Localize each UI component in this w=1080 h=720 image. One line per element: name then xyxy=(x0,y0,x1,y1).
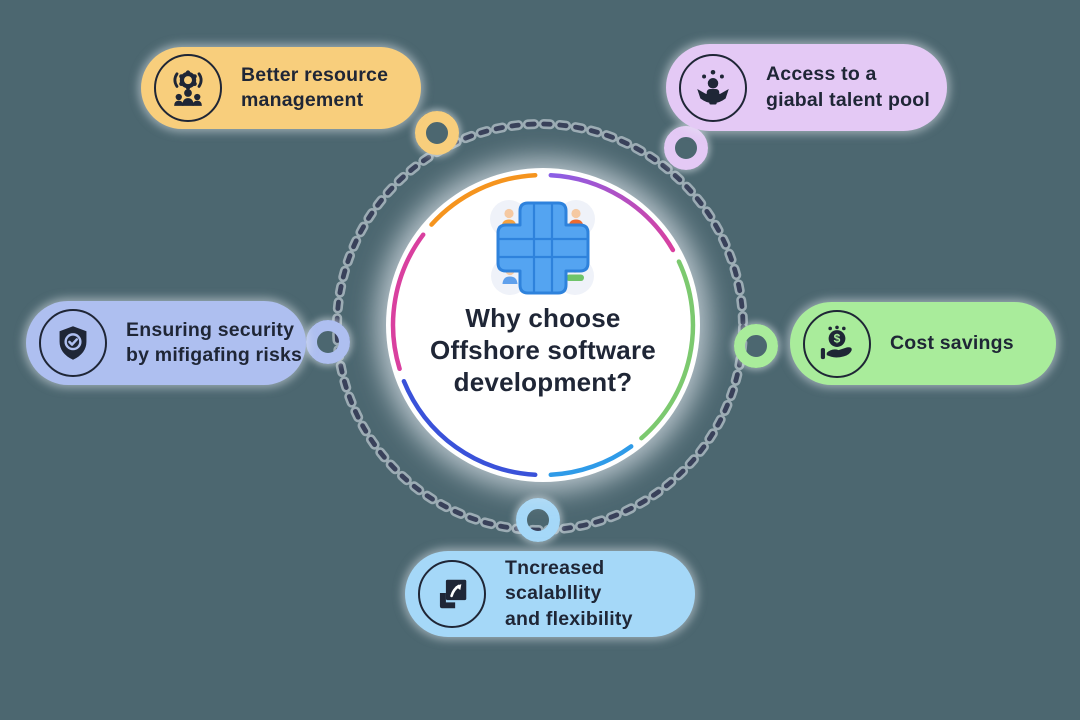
arc-purple-magenta xyxy=(548,172,676,253)
arc-green xyxy=(639,259,696,441)
connector-ring-bottom xyxy=(516,498,560,542)
connector-ring-top-left xyxy=(415,111,459,155)
pill-scalability: Tncreased scalabllity and flexibility xyxy=(405,551,695,637)
scalability-badge xyxy=(418,560,486,628)
resource-badge xyxy=(154,54,222,122)
arc-magenta xyxy=(390,232,426,372)
connector-ring-left xyxy=(306,320,350,364)
arc-indigo xyxy=(401,378,538,478)
dollar-symbol: $ xyxy=(834,331,841,345)
pill-label-resource: Better resource management xyxy=(241,63,389,111)
pill-security: Ensuring security by mifigafing risks xyxy=(26,301,306,385)
cost-badge: $ xyxy=(803,309,871,378)
security-badge xyxy=(39,309,107,377)
talent-badge xyxy=(679,53,747,122)
central-circle: Why choose Offshore software development… xyxy=(386,168,700,482)
pill-talent-pool: Access to a giabal talent pool xyxy=(666,44,947,131)
connector-ring-right xyxy=(734,324,778,368)
hub-arc-ring xyxy=(390,172,696,478)
pill-label-cost: Cost savings xyxy=(890,331,1014,354)
connector-ring-top-right xyxy=(664,126,708,170)
pill-cost-savings: $ Cost savings xyxy=(790,302,1056,385)
pill-label-talent: Access to a giabal talent pool xyxy=(766,63,930,111)
expand-arrows-icon xyxy=(439,579,467,609)
globe-grid xyxy=(496,201,590,295)
pill-label-security: Ensuring security by mifigafing risks xyxy=(126,318,303,366)
shield-check-icon xyxy=(59,326,87,360)
team-gear-icon xyxy=(173,70,203,106)
global-team-network-icon xyxy=(490,200,595,295)
pill-label-scalability: Tncreased scalabllity and flexibility xyxy=(505,556,633,630)
talent-pool-icon xyxy=(697,69,729,104)
pill-resource-management: Better resource management xyxy=(141,47,421,129)
diagram-title: Why choose Offshore software development… xyxy=(430,303,656,398)
arc-orange xyxy=(429,172,538,227)
arc-light-blue xyxy=(548,444,634,478)
money-hand-icon: $ xyxy=(820,325,852,359)
